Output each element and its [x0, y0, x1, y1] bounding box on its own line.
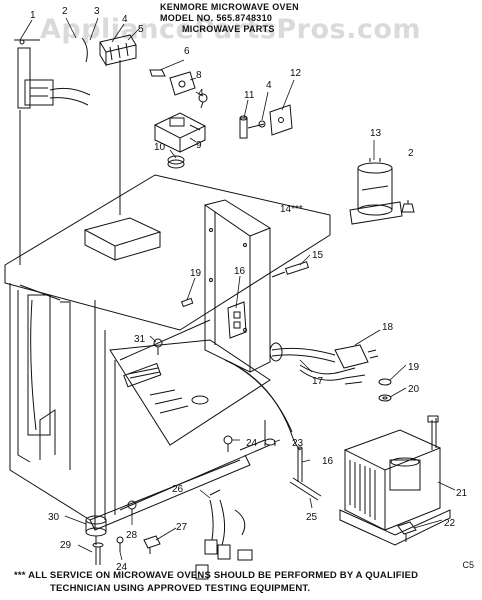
- part-label: 20: [408, 384, 420, 395]
- part-21-transformer: [339, 415, 451, 546]
- part-24-lower-screw: [116, 536, 124, 552]
- service-note-line-1: *** ALL SERVICE ON MICROWAVE OVENS SHOUL…: [14, 570, 419, 581]
- part-2-screw: [401, 200, 415, 213]
- part-28-part: [127, 500, 137, 515]
- title-line-3: MICROWAVE PARTS: [182, 24, 275, 34]
- part-11-12-switch: [239, 104, 293, 139]
- part-label: 17: [312, 376, 324, 387]
- part-label: 23: [292, 438, 304, 449]
- leader-lines: [19, 17, 456, 561]
- part-label: 2: [62, 6, 68, 17]
- part-10-washer: [167, 155, 185, 169]
- part-19-20-washers: [378, 378, 392, 402]
- part-30-motor: [85, 515, 107, 545]
- part-18-harness: [269, 342, 379, 385]
- part-label: 5: [138, 24, 144, 35]
- part-22-screw: [397, 521, 417, 542]
- part-label: 1: [30, 10, 36, 21]
- wire: [224, 359, 301, 451]
- part-label: 16: [322, 456, 334, 467]
- base-plate: [109, 339, 271, 446]
- part-8-bracket: [169, 71, 208, 109]
- part-label: 24: [246, 438, 258, 449]
- part-label: 24: [116, 562, 128, 573]
- part-19-connector: [180, 297, 194, 308]
- part-label: 25: [306, 512, 318, 523]
- corner-mark: C5: [462, 560, 474, 570]
- part-label: 21: [456, 488, 468, 499]
- part-label: 14***: [280, 204, 303, 215]
- title-line-1: KENMORE MICROWAVE OVEN: [160, 2, 299, 12]
- part-15-fuse: [271, 261, 310, 278]
- part-label: 13: [370, 128, 382, 139]
- part-label: 4: [198, 88, 204, 99]
- part-label: 11: [244, 90, 255, 101]
- part-25-rod: [289, 477, 322, 501]
- part-24-screw: [223, 435, 233, 452]
- part-23-washer: [264, 438, 276, 446]
- part-label: 30: [48, 512, 60, 523]
- part-label: 10: [154, 142, 166, 153]
- part-label: 12: [290, 68, 302, 79]
- part-label: 29: [60, 540, 72, 551]
- part-label: 15: [312, 250, 324, 261]
- part-label: 3: [94, 6, 100, 17]
- back-panel: [203, 199, 272, 373]
- part-9-switch-holder: [153, 112, 207, 153]
- part-label: 19: [408, 362, 420, 373]
- part-16-relay: [227, 301, 247, 339]
- part-label: 31: [134, 334, 146, 345]
- part-label: 18: [382, 322, 394, 333]
- part-1-bracket: [14, 39, 91, 109]
- part-label: 4: [266, 80, 272, 91]
- cavity-top-box: [83, 217, 162, 261]
- oven-chassis: [4, 174, 331, 531]
- part-label: 4: [122, 14, 128, 25]
- part-labels: 1 2 3 4 5 6 8 4 11 4 12 10 9 13 2 14*** …: [30, 6, 468, 573]
- watermark: AppliancePartsPros.com: [40, 14, 422, 45]
- title-line-2: MODEL NO. 565.8748310: [160, 13, 273, 23]
- wire: [229, 361, 293, 433]
- part-13-capacitor: [349, 158, 403, 225]
- part-27-nut: [143, 535, 161, 554]
- service-note-line-2: TECHNICIAN USING APPROVED TESTING EQUIPM…: [50, 583, 311, 594]
- part-label: 6: [184, 46, 190, 57]
- part-16-pin: [297, 446, 303, 482]
- part-label: 8: [196, 70, 202, 81]
- part-label: 27: [176, 522, 188, 533]
- part-26-wiring: [195, 489, 253, 580]
- part-label: 19: [190, 268, 202, 279]
- part-label: 28: [126, 530, 138, 541]
- part-label: 16: [234, 266, 246, 277]
- part-5-terminal-block: [81, 34, 137, 67]
- part-label: 22: [444, 518, 456, 529]
- part-label: 2: [408, 148, 414, 159]
- part-label: 26: [172, 484, 184, 495]
- part-29-screw: [92, 542, 104, 565]
- part-label: 9: [196, 140, 202, 151]
- part-6-clip: [149, 69, 166, 77]
- part-31-screw: [153, 338, 163, 355]
